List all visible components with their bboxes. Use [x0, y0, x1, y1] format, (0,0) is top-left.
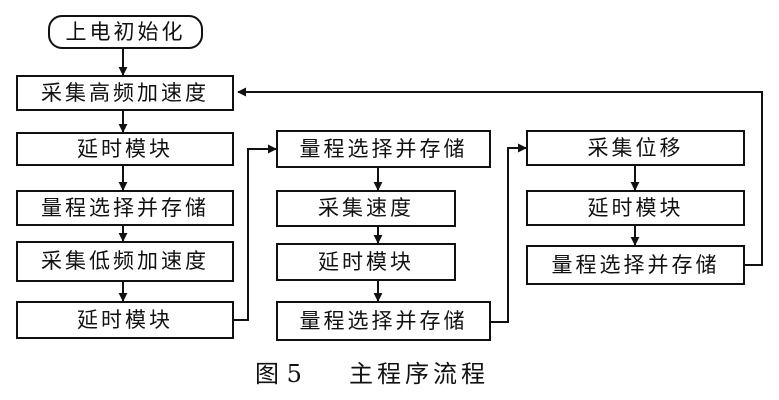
- figure-number: 图 5: [255, 360, 302, 388]
- arrow-loop-back: [237, 87, 763, 266]
- node-range-select-store-2: 量程选择并存储: [276, 130, 491, 168]
- node-power-on-init: 上电初始化: [48, 15, 203, 49]
- node-sample-high-freq-accel: 采集高频加速度: [16, 75, 234, 111]
- node-delay-4: 延时模块: [526, 190, 745, 226]
- node-range-select-store-4: 量程选择并存储: [526, 245, 745, 285]
- node-delay-3: 延时模块: [276, 243, 456, 281]
- node-sample-displacement: 采集位移: [526, 130, 745, 166]
- arrow-c1-to-c2: [234, 144, 277, 321]
- figure-title: 主程序流程: [349, 360, 489, 388]
- arrow-c2-to-c3: [491, 143, 527, 323]
- node-range-select-store-1: 量程选择并存储: [16, 190, 234, 226]
- node-delay-1: 延时模块: [16, 132, 234, 166]
- node-sample-velocity: 采集速度: [276, 190, 456, 227]
- node-sample-low-freq-accel: 采集低频加速度: [16, 241, 234, 282]
- node-range-select-store-3: 量程选择并存储: [276, 301, 491, 341]
- node-delay-2: 延时模块: [16, 301, 234, 339]
